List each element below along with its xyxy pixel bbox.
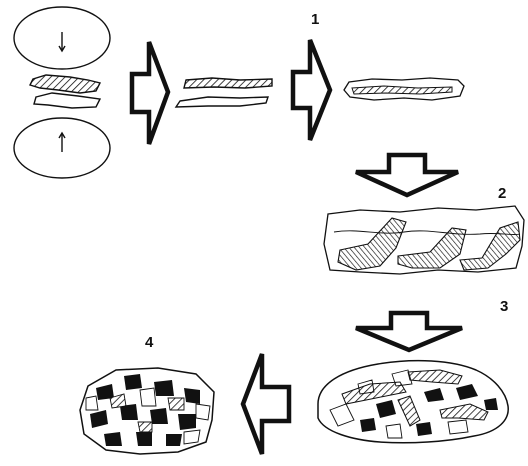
laminated-strip	[344, 78, 464, 100]
left-arrow-icon	[243, 354, 289, 454]
dark-fragment	[150, 408, 168, 424]
plain-sheet-pressed	[176, 97, 268, 107]
right-arrow-icon	[293, 40, 330, 140]
down-arrow-big-icon	[356, 313, 462, 350]
dark-fragment	[184, 388, 200, 404]
down-arrow-big-icon	[356, 155, 458, 195]
hatched-sheet	[30, 75, 100, 93]
hatched-fragment	[168, 398, 184, 410]
mixed-mass	[318, 361, 508, 443]
dark-fragment	[124, 374, 142, 390]
step-4-label: 4	[145, 334, 154, 351]
folded-strip	[324, 206, 524, 274]
step-2-label: 2	[498, 185, 506, 202]
laminate-hatched-core	[352, 86, 452, 94]
dark-fragment	[178, 414, 196, 430]
dark-fragment	[484, 398, 498, 410]
dark-fragment	[136, 432, 152, 446]
press-assembly	[14, 7, 110, 178]
hatched-fragment	[138, 422, 152, 432]
hatched-sheet-pressed	[184, 78, 272, 88]
step-3-label: 3	[500, 298, 508, 315]
step-1-label: 1	[311, 11, 319, 28]
final-mass	[80, 368, 214, 454]
pressed-sheets	[176, 78, 272, 107]
dark-fragment	[104, 432, 122, 446]
dark-fragment	[416, 422, 432, 436]
dark-fragment	[360, 418, 376, 432]
right-arrow-icon	[132, 42, 168, 144]
plain-sheet	[34, 93, 100, 108]
dark-fragment	[154, 380, 174, 396]
dark-fragment	[166, 434, 182, 446]
